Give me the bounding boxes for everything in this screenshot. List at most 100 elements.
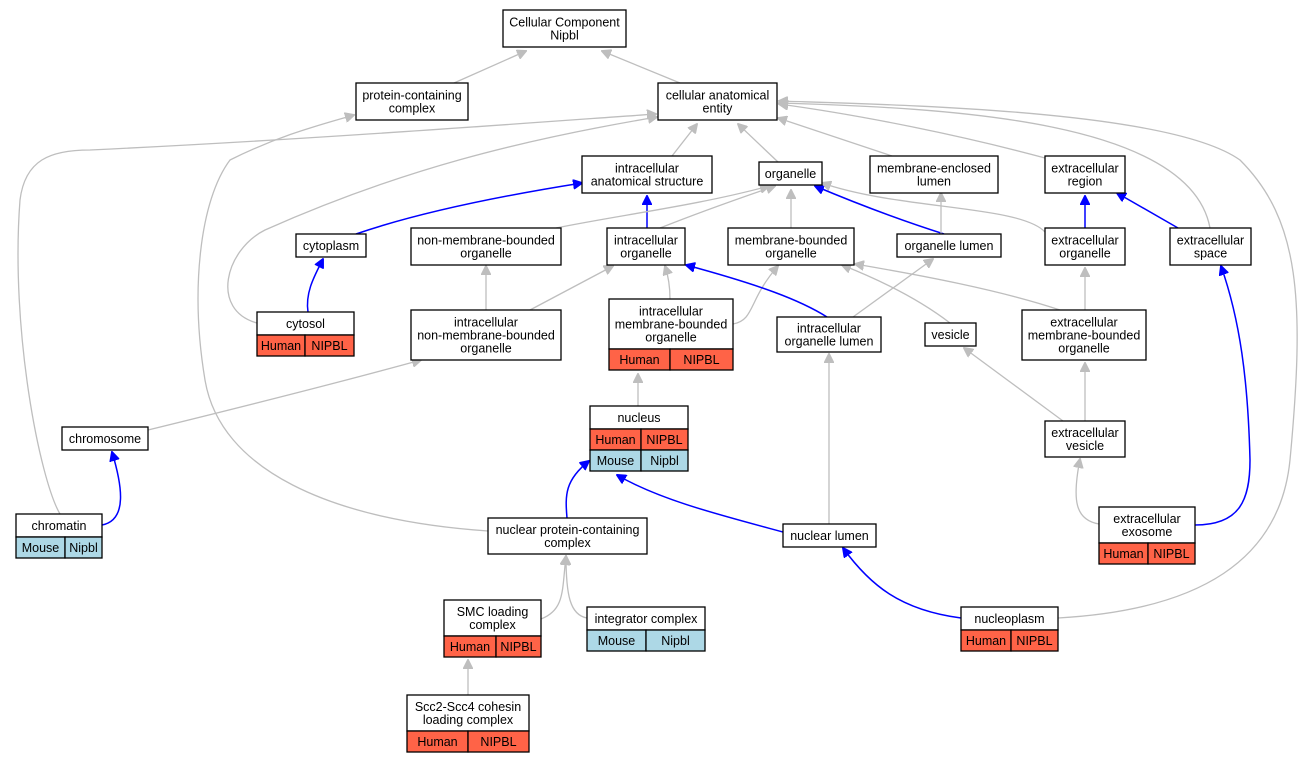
term-box[interactable]	[1169, 227, 1252, 266]
term-label: extracellular	[1177, 234, 1244, 248]
term-label: loading complex	[423, 713, 514, 727]
edge-chromatin-to-chromosome	[101, 452, 122, 526]
term-box[interactable]	[1021, 309, 1147, 361]
term-box[interactable]	[487, 517, 648, 555]
edge-chromatin-to-cae	[17, 114, 656, 515]
edge-organelle-to-cae	[738, 124, 779, 163]
term-label: chromosome	[69, 432, 141, 446]
edge-mel-to-cae	[778, 118, 893, 157]
term-box[interactable]	[869, 155, 999, 194]
term-box[interactable]	[410, 227, 562, 266]
term-label: complex	[469, 618, 516, 632]
term-label: nuclear lumen	[790, 529, 869, 543]
gene-label: NIPBL	[1153, 547, 1189, 561]
term-box[interactable]	[896, 233, 1002, 258]
term-label: intracellular	[454, 316, 518, 330]
term-node-org-lumen[interactable]: organelle lumen	[896, 233, 1002, 258]
term-box[interactable]	[776, 316, 882, 353]
term-box[interactable]	[606, 227, 686, 266]
term-label: organelle	[460, 247, 511, 261]
species-label: Human	[966, 634, 1006, 648]
gene-cell	[1147, 542, 1196, 565]
term-label: membrane-enclosed	[877, 162, 991, 176]
term-box[interactable]	[924, 322, 977, 347]
term-box[interactable]	[355, 82, 469, 121]
edge-ext-space-to-ext-region	[1117, 193, 1179, 229]
edge-ext-space-to-cae	[779, 103, 1211, 229]
term-node-organelle[interactable]: organelle	[758, 161, 823, 186]
edge-ext-org-to-organelle	[822, 183, 1046, 233]
term-label: organelle	[765, 167, 816, 181]
term-box[interactable]	[727, 227, 855, 266]
term-box[interactable]	[61, 426, 149, 451]
term-node-chromosome[interactable]: chromosome	[61, 426, 149, 451]
term-box[interactable]	[410, 309, 562, 361]
term-box[interactable]	[295, 233, 367, 258]
term-box[interactable]	[1044, 155, 1126, 194]
term-label: extracellular	[1113, 512, 1180, 526]
term-box[interactable]	[758, 161, 823, 186]
term-box[interactable]	[581, 155, 713, 194]
term-label: vesicle	[931, 328, 969, 342]
term-label: chromatin	[32, 519, 87, 533]
term-node-nuc-lumen[interactable]: nuclear lumen	[782, 523, 877, 548]
term-box[interactable]	[502, 9, 627, 48]
term-label: nucleoplasm	[974, 612, 1044, 626]
term-box[interactable]	[608, 298, 734, 350]
term-label: space	[1194, 247, 1227, 261]
edge-exosome-to-ext-space	[1194, 266, 1251, 526]
term-node-vesicle[interactable]: vesicle	[924, 322, 977, 347]
edge-nuc-lumen-to-nucleus	[617, 475, 784, 533]
gene-label: NIPBL	[480, 735, 516, 749]
edge-exosome-to-ext-vesicle	[1076, 459, 1100, 525]
term-node-inmbo[interactable]: intracellularnon-membrane-boundedorganel…	[410, 309, 562, 361]
term-node-cytoplasm[interactable]: cytoplasm	[295, 233, 367, 258]
gene-label: Nipbl	[650, 454, 679, 468]
term-label: protein-containing	[362, 89, 461, 103]
term-node-imbo[interactable]: intracellularmembrane-boundedorganelleHu…	[608, 298, 734, 371]
term-label: Cellular Component	[509, 16, 620, 30]
term-box[interactable]	[443, 599, 542, 637]
gene-label: Nipbl	[69, 541, 98, 555]
term-box[interactable]	[1044, 420, 1126, 458]
edge-smc-to-npcc	[540, 556, 566, 620]
term-label: complex	[389, 102, 436, 116]
term-label: Nipbl	[550, 29, 579, 43]
edge-embo-to-mbo	[855, 264, 1061, 311]
gene-label: NIPBL	[683, 353, 719, 367]
species-label: Human	[619, 353, 659, 367]
edge-npcc-to-protein-complex	[197, 115, 489, 532]
gene-cell	[645, 629, 706, 652]
term-box[interactable]	[1044, 227, 1126, 266]
term-label: anatomical structure	[591, 175, 704, 189]
term-box[interactable]	[657, 82, 778, 121]
term-box[interactable]	[782, 523, 877, 548]
